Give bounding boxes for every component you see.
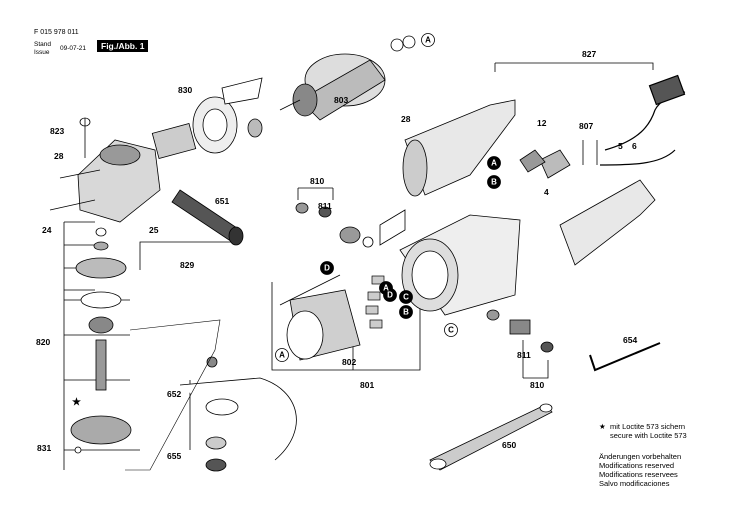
power-cable bbox=[599, 74, 686, 166]
loctite-star: ★ bbox=[599, 422, 606, 431]
callout-b-stator: B bbox=[403, 308, 409, 317]
label-830: 830 bbox=[178, 85, 193, 95]
bracket-810b bbox=[523, 360, 549, 379]
label-810-top: 810 bbox=[310, 176, 325, 186]
label-654: 654 bbox=[623, 335, 638, 345]
bracket-807 bbox=[582, 140, 598, 165]
label-652: 652 bbox=[167, 389, 182, 399]
callout-b-switch: B bbox=[491, 178, 497, 187]
label-831: 831 bbox=[37, 443, 52, 453]
label-820: 820 bbox=[36, 337, 51, 347]
callout-a-stator: A bbox=[383, 284, 389, 293]
callout-a-switch: A bbox=[491, 159, 497, 168]
label-4: 4 bbox=[544, 187, 549, 197]
issue-date: 09-07-21 bbox=[60, 45, 87, 52]
brush-set-a bbox=[295, 202, 374, 248]
label-829: 829 bbox=[180, 260, 195, 270]
label-12: 12 bbox=[537, 118, 547, 128]
label-810-bottom: 810 bbox=[530, 380, 545, 390]
spanner-650 bbox=[429, 403, 553, 471]
callout-c-housing: C bbox=[448, 326, 454, 335]
modification-note-fr: Modifications reservees bbox=[599, 470, 678, 479]
label-28-right: 28 bbox=[401, 114, 411, 124]
label-803: 803 bbox=[334, 95, 349, 105]
flange-830 bbox=[151, 77, 263, 159]
label-823: 823 bbox=[50, 126, 65, 136]
label-811-top: 811 bbox=[318, 201, 332, 211]
callout-d-stator: D bbox=[387, 291, 393, 300]
gear-stack bbox=[70, 227, 132, 454]
modification-note-de: Änderungen vorbehalten bbox=[599, 452, 682, 461]
housing-801 bbox=[379, 209, 521, 316]
figure-badge: Fig./Abb. 1 bbox=[97, 40, 149, 52]
label-651: 651 bbox=[215, 196, 230, 206]
label-807: 807 bbox=[579, 121, 594, 131]
callout-a-stator-base: A bbox=[279, 351, 285, 360]
label-25: 25 bbox=[149, 225, 159, 235]
brush-set-b bbox=[486, 309, 554, 353]
label-24: 24 bbox=[42, 225, 52, 235]
callout-circles bbox=[275, 33, 501, 362]
screw-group bbox=[365, 275, 385, 329]
label-801: 801 bbox=[360, 380, 375, 390]
callout-c-stator: C bbox=[403, 293, 409, 302]
label-5: 5 bbox=[618, 141, 623, 151]
guard-652 bbox=[179, 356, 297, 472]
bracket-801 bbox=[271, 282, 421, 371]
label-811-bottom: 811 bbox=[517, 350, 531, 360]
label-6: 6 bbox=[632, 141, 637, 151]
label-655: 655 bbox=[167, 451, 182, 461]
armature-803 bbox=[279, 35, 416, 121]
loctite-note-en: secure with Loctite 573 bbox=[610, 431, 687, 440]
label-650: 650 bbox=[502, 440, 517, 450]
callout-a-top: A bbox=[425, 36, 431, 45]
stator-802 bbox=[279, 274, 361, 361]
loctite-note-de: mit Loctite 573 sichern bbox=[610, 422, 686, 431]
label-28-left: 28 bbox=[54, 151, 64, 161]
label-827: 827 bbox=[582, 49, 597, 59]
star-marker: ★ bbox=[72, 397, 81, 408]
hex-key-654 bbox=[589, 342, 661, 372]
doc-number: F 015 978 011 bbox=[34, 29, 79, 36]
modification-note-en: Modifications reserved bbox=[599, 461, 675, 470]
bracket-827 bbox=[495, 62, 654, 70]
callout-d-brush: D bbox=[324, 264, 330, 273]
gear-head bbox=[49, 117, 161, 223]
modification-note-es: Salvo modificaciones bbox=[599, 479, 670, 488]
stand-label: Stand bbox=[34, 41, 51, 48]
rear-housing-827 bbox=[402, 99, 656, 266]
label-802: 802 bbox=[342, 357, 357, 367]
handle-651 bbox=[171, 189, 244, 246]
issue-label: Issue bbox=[34, 49, 50, 56]
